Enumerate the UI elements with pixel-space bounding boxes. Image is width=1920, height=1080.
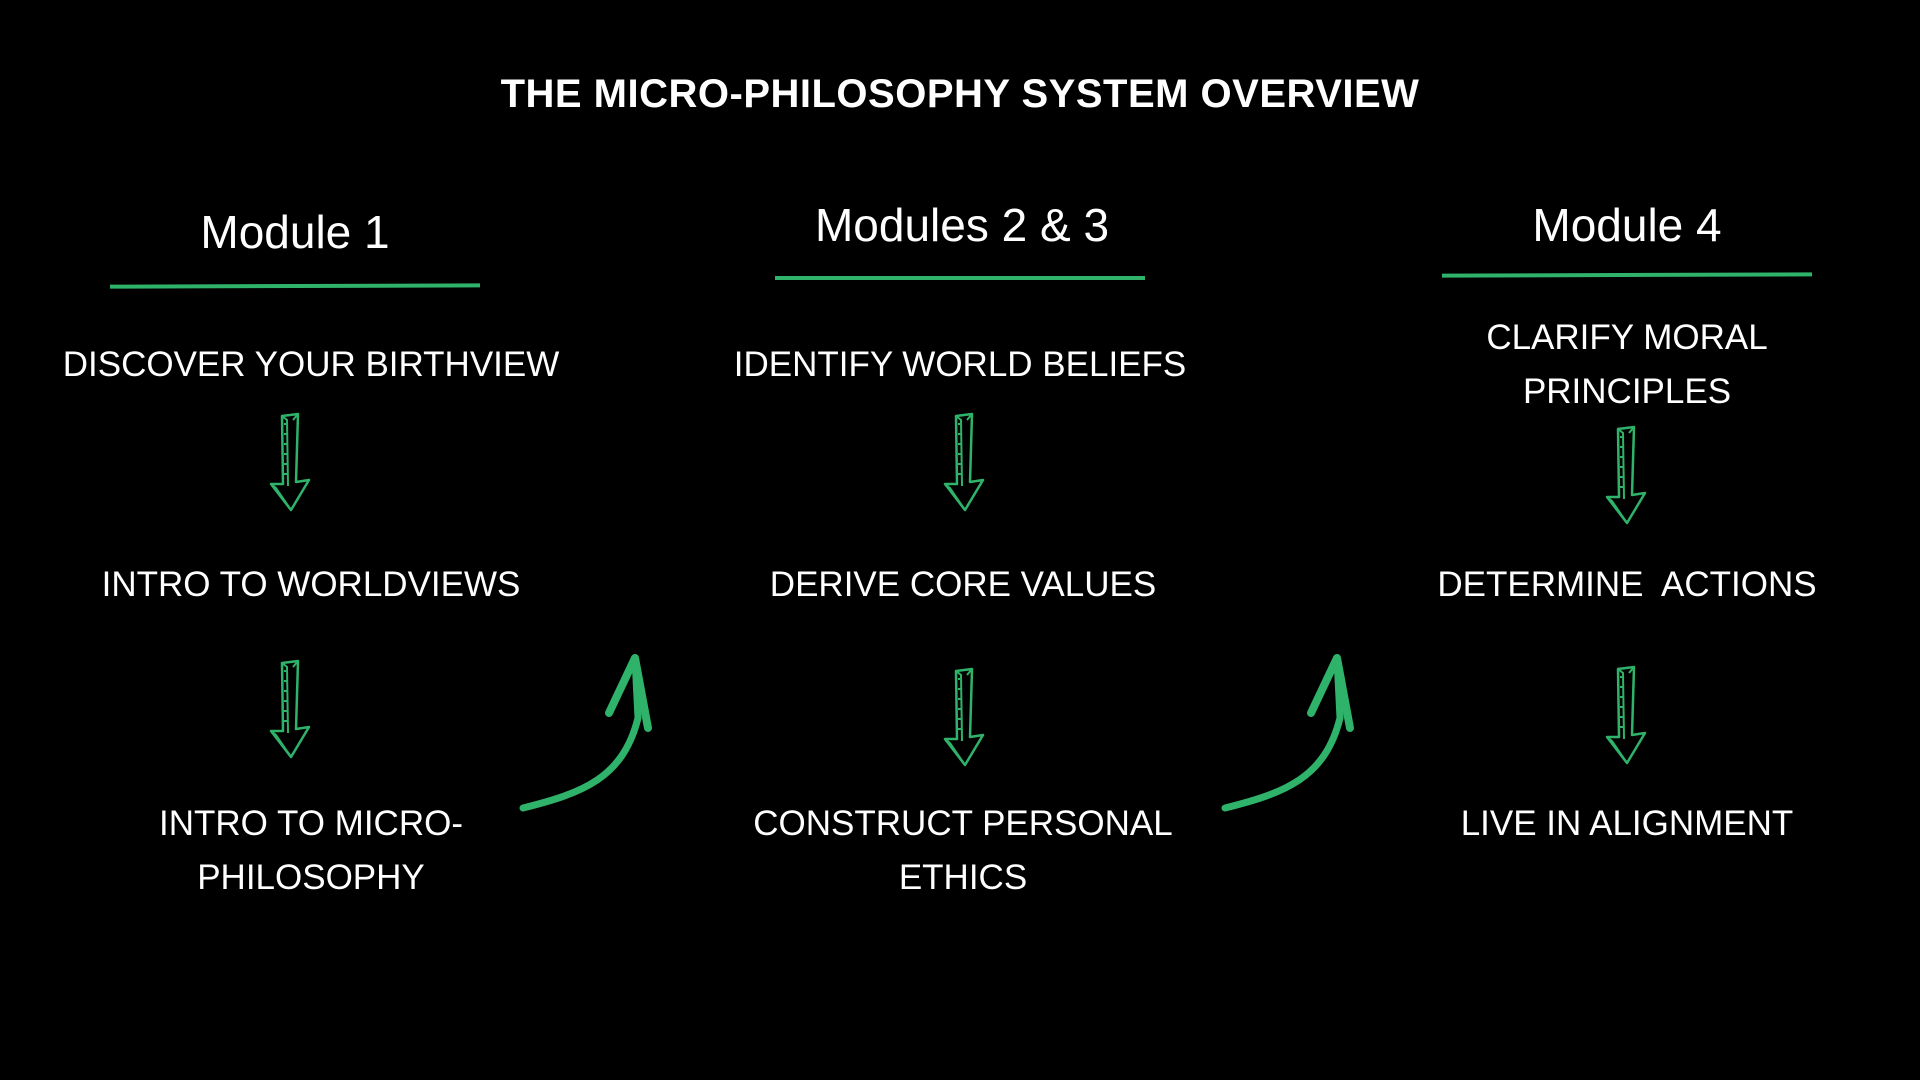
step-determine-actions: DETERMINE ACTIONS — [1437, 565, 1817, 604]
arrow-down-icon — [269, 659, 311, 759]
arrow-down-icon — [943, 667, 985, 767]
curved-arrow-up-icon — [523, 658, 648, 808]
arrow-down-icon — [269, 412, 311, 512]
step-live-in-alignment: LIVE IN ALIGNMENT — [1460, 804, 1794, 843]
curved-arrow-up-icon — [1225, 658, 1350, 808]
page-title: THE MICRO-PHILOSOPHY SYSTEM OVERVIEW — [500, 72, 1420, 116]
module-4-heading: Module 4 — [1532, 199, 1722, 251]
step-construct-personal-ethics: CONSTRUCT PERSONAL ETHICS — [753, 804, 1173, 897]
step-intro-micro-philosophy: INTRO TO MICRO- PHILOSOPHY — [159, 804, 463, 897]
step-identify-world-beliefs: IDENTIFY WORLD BELIEFS — [733, 345, 1187, 384]
arrow-down-icon — [943, 412, 985, 512]
step-derive-core-values: DERIVE CORE VALUES — [769, 565, 1157, 604]
step-intro-worldviews: INTRO TO WORLDVIEWS — [101, 565, 521, 604]
modules-2-3-underline — [775, 276, 1145, 280]
modules-2-3-heading: Modules 2 & 3 — [814, 199, 1110, 251]
module-1-heading: Module 1 — [200, 206, 390, 258]
step-discover-birthview: DISCOVER YOUR BIRTHVIEW — [62, 345, 560, 384]
arrow-down-icon — [1605, 425, 1647, 525]
step-clarify-moral-principles: CLARIFY MORAL PRINCIPLES — [1486, 318, 1768, 411]
arrow-down-icon — [1605, 665, 1647, 765]
